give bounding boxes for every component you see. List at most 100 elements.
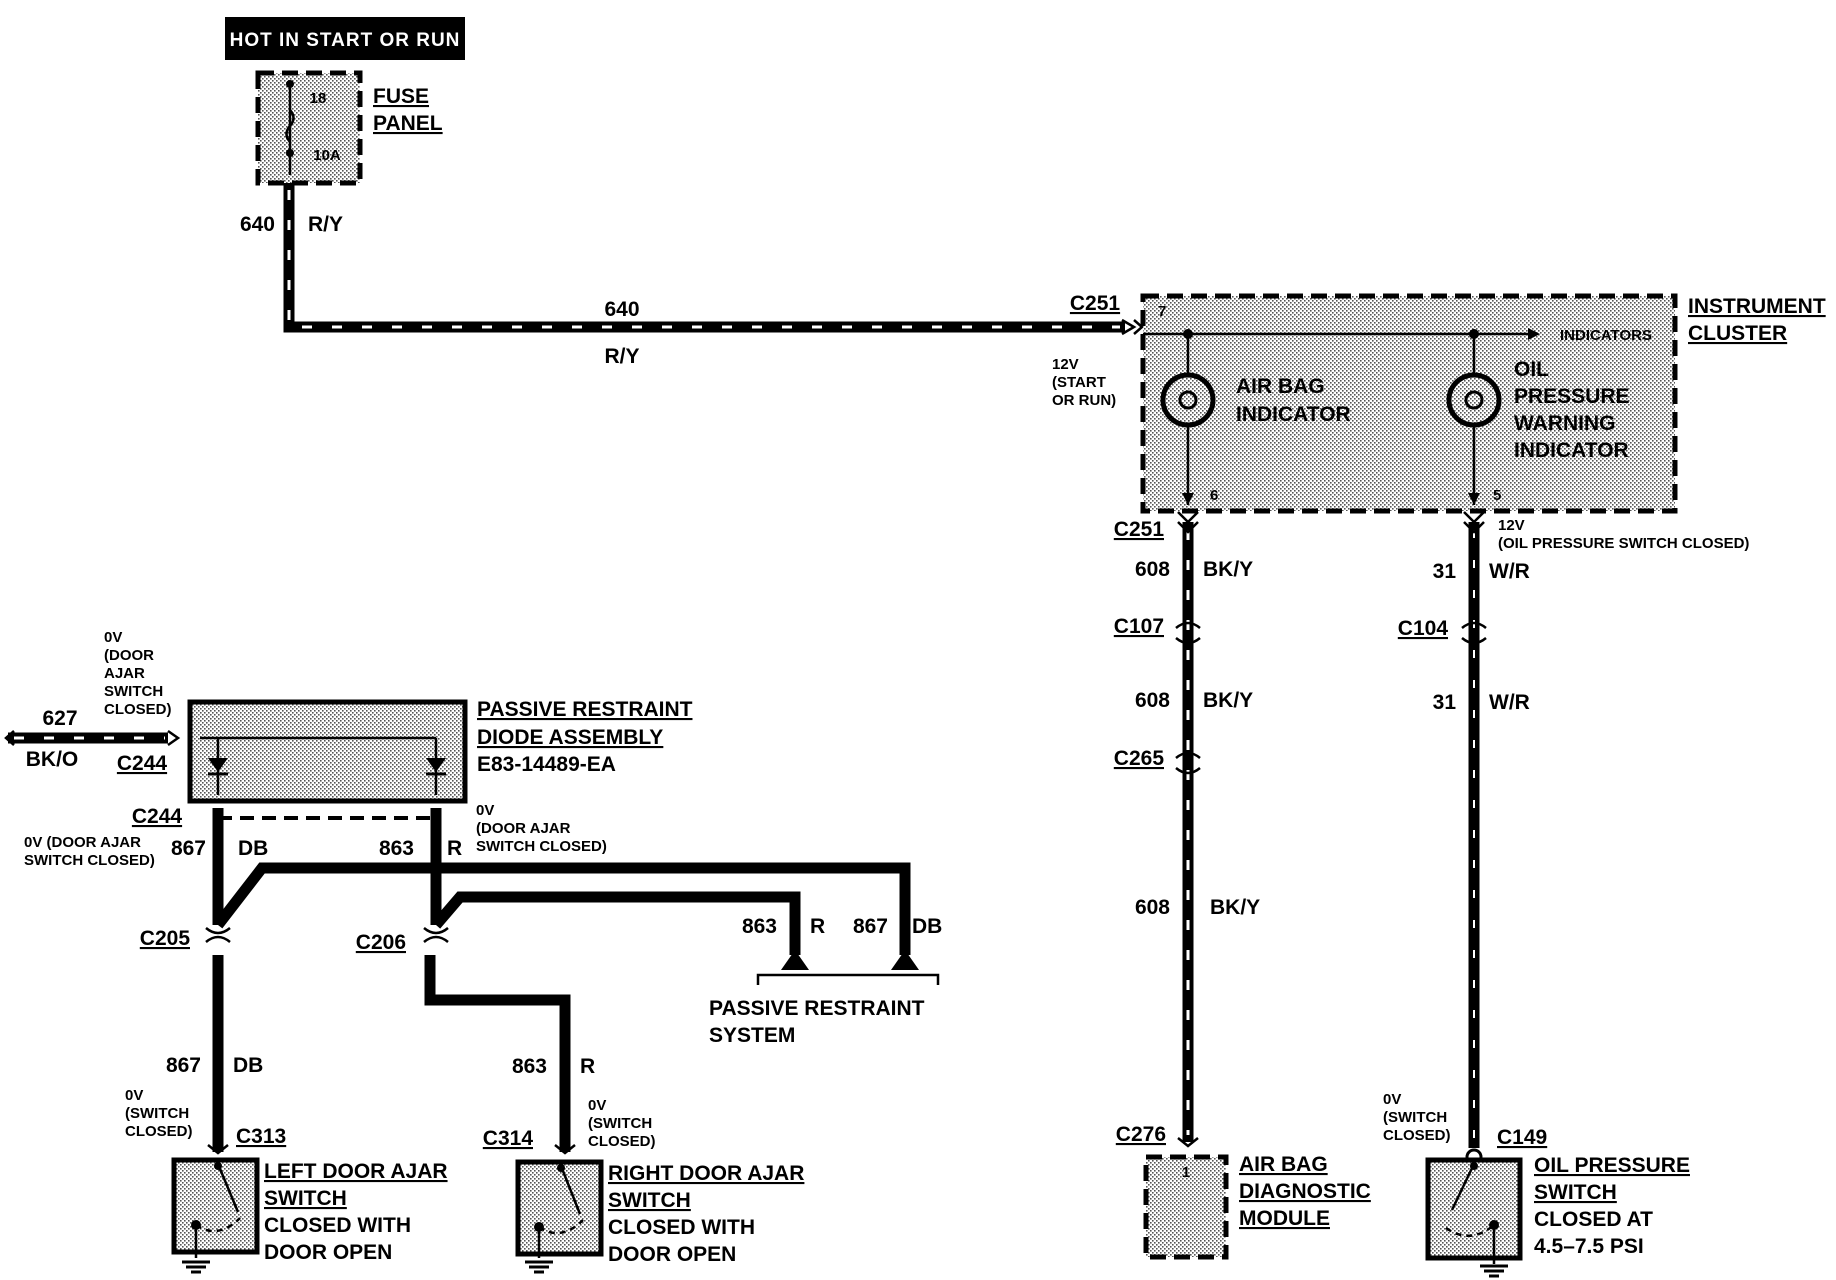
instrument-cluster-title: INSTRUMENT bbox=[1688, 295, 1826, 318]
oil-pressure-switch bbox=[1425, 1157, 1523, 1278]
wire-640-color-vertical: R/Y bbox=[308, 213, 343, 236]
wire-867-color-2: DB bbox=[233, 1054, 263, 1077]
module-title-3: MODULE bbox=[1239, 1207, 1330, 1230]
c107-label: C107 bbox=[1114, 615, 1164, 638]
passive-system-title-2: SYSTEM bbox=[709, 1024, 795, 1047]
module-title-2: DIAGNOSTIC bbox=[1239, 1180, 1371, 1203]
wire-608-color-1: BK/Y bbox=[1203, 558, 1253, 581]
diode-v-br-2: (DOOR AJAR bbox=[476, 820, 571, 837]
c244-bottom-label: C244 bbox=[132, 805, 183, 828]
wire-608-circuit-3: 608 bbox=[1135, 896, 1170, 919]
oil-switch-title-3: CLOSED AT bbox=[1534, 1208, 1653, 1231]
wire-867 bbox=[205, 808, 432, 1155]
left-switch-voltage-2: (SWITCH bbox=[125, 1105, 189, 1122]
module-title-1: AIR BAG bbox=[1239, 1153, 1328, 1176]
wire-31-color-1: W/R bbox=[1489, 560, 1530, 583]
wire-31-color-2: W/R bbox=[1489, 691, 1530, 714]
right-switch-voltage-2: (SWITCH bbox=[588, 1115, 652, 1132]
diode-title-2: DIODE ASSEMBLY bbox=[477, 726, 663, 749]
wire-608-circuit-1: 608 bbox=[1135, 558, 1170, 581]
oil-pressure-indicator-bulb bbox=[1446, 329, 1502, 505]
prs-863-color: R bbox=[810, 915, 825, 938]
diode-v-left-4: SWITCH bbox=[104, 683, 163, 700]
right-switch-voltage-1: 0V bbox=[588, 1097, 606, 1114]
diode-part-number: E83-14489-EA bbox=[477, 753, 616, 776]
left-door-ajar-switch bbox=[171, 1157, 260, 1274]
oil-switch-voltage-2: (SWITCH bbox=[1383, 1109, 1447, 1126]
wire-640 bbox=[283, 183, 1125, 333]
c205-label: C205 bbox=[140, 927, 191, 950]
right-switch-title-1: RIGHT DOOR AJAR bbox=[608, 1162, 804, 1185]
right-switch-title-3: CLOSED WITH bbox=[608, 1216, 755, 1239]
airbag-indicator-bulb bbox=[1160, 329, 1216, 505]
wire-640-color-horizontal: R/Y bbox=[604, 345, 639, 368]
wire-867-circuit-2: 867 bbox=[166, 1054, 201, 1077]
airbag-indicator-label-1: AIR BAG bbox=[1236, 375, 1325, 398]
c251-bottom-label: C251 bbox=[1114, 518, 1165, 541]
left-switch-voltage-3: CLOSED) bbox=[125, 1123, 193, 1140]
diode-v-bl-1: 0V (DOOR AJAR bbox=[24, 834, 141, 851]
wire-863-circuit-2: 863 bbox=[512, 1055, 547, 1078]
fuse-panel: 18 10A bbox=[255, 70, 363, 186]
wire-31-circuit-2: 31 bbox=[1433, 691, 1457, 714]
left-switch-title-3: CLOSED WITH bbox=[264, 1214, 411, 1237]
oil-switch-title-4: 4.5–7.5 PSI bbox=[1534, 1235, 1644, 1258]
wire-31 bbox=[1461, 511, 1487, 1166]
left-switch-title-2: SWITCH bbox=[264, 1187, 347, 1210]
c276-label: C276 bbox=[1116, 1123, 1166, 1146]
c265-label: C265 bbox=[1114, 747, 1165, 770]
cluster-voltage-1: 12V bbox=[1052, 356, 1079, 373]
c104-label: C104 bbox=[1398, 617, 1449, 640]
right-door-ajar-switch bbox=[515, 1159, 604, 1274]
diode-v-bl-2: SWITCH CLOSED) bbox=[24, 852, 155, 869]
passive-system-title-1: PASSIVE RESTRAINT bbox=[709, 997, 925, 1020]
oil-switch-title-2: SWITCH bbox=[1534, 1181, 1617, 1204]
cluster-indicators-label: INDICATORS bbox=[1560, 327, 1652, 344]
wire-627-color: BK/O bbox=[26, 748, 79, 771]
diode-v-left-2: (DOOR bbox=[104, 647, 154, 664]
oil-switch-voltage-3: CLOSED) bbox=[1383, 1127, 1451, 1144]
wire-863-color-2: R bbox=[580, 1055, 595, 1078]
c313-label: C313 bbox=[236, 1125, 286, 1148]
wire-608-color-3: BK/Y bbox=[1210, 896, 1260, 919]
oil-indicator-label-3: WARNING bbox=[1514, 412, 1616, 435]
wire-863-circuit-1: 863 bbox=[379, 837, 414, 860]
c149-label: C149 bbox=[1497, 1126, 1547, 1149]
wire-608 bbox=[1175, 511, 1201, 1148]
fuse-number: 18 bbox=[310, 90, 327, 107]
right-switch-title-4: DOOR OPEN bbox=[608, 1243, 736, 1266]
instrument-cluster-box bbox=[1140, 293, 1678, 514]
header-badge bbox=[225, 17, 465, 60]
header-text: HOT IN START OR RUN bbox=[230, 30, 461, 51]
right-voltage-1: 12V bbox=[1498, 517, 1525, 534]
diode-v-left-3: AJAR bbox=[104, 665, 145, 682]
oil-indicator-label-1: OIL bbox=[1514, 358, 1549, 381]
c206-label: C206 bbox=[356, 931, 406, 954]
wire-640-circuit-horizontal: 640 bbox=[604, 298, 639, 321]
right-voltage-2: (OIL PRESSURE SWITCH CLOSED) bbox=[1498, 535, 1749, 552]
left-switch-voltage-1: 0V bbox=[125, 1087, 143, 1104]
prs-863-circuit: 863 bbox=[742, 915, 777, 938]
c251-connector-in bbox=[1121, 318, 1144, 336]
diode-title-1: PASSIVE RESTRAINT bbox=[477, 698, 693, 721]
cluster-pin-in: 7 bbox=[1158, 303, 1166, 320]
fuse-panel-title: FUSE bbox=[373, 85, 429, 108]
airbag-diagnostic-module bbox=[1143, 1154, 1229, 1260]
oil-indicator-label-4: INDICATOR bbox=[1514, 439, 1629, 462]
left-switch-title-1: LEFT DOOR AJAR bbox=[264, 1160, 448, 1183]
prs-867-color: DB bbox=[912, 915, 942, 938]
prs-867-circuit: 867 bbox=[853, 915, 888, 938]
diode-v-left-1: 0V bbox=[104, 629, 122, 646]
wire-867-color-1: DB bbox=[238, 837, 268, 860]
cluster-voltage-2: (START bbox=[1052, 374, 1106, 391]
wire-863-color-1: R bbox=[447, 837, 462, 860]
wire-608-circuit-2: 608 bbox=[1135, 689, 1170, 712]
c244-left-label: C244 bbox=[117, 752, 168, 775]
cluster-pin-6: 6 bbox=[1210, 487, 1218, 504]
fuse-panel-title-2: PANEL bbox=[373, 112, 443, 135]
wire-863 bbox=[423, 808, 911, 1155]
oil-indicator-label-2: PRESSURE bbox=[1514, 385, 1630, 408]
passive-restraint-system-connector bbox=[756, 950, 940, 985]
wire-608-color-2: BK/Y bbox=[1203, 689, 1253, 712]
